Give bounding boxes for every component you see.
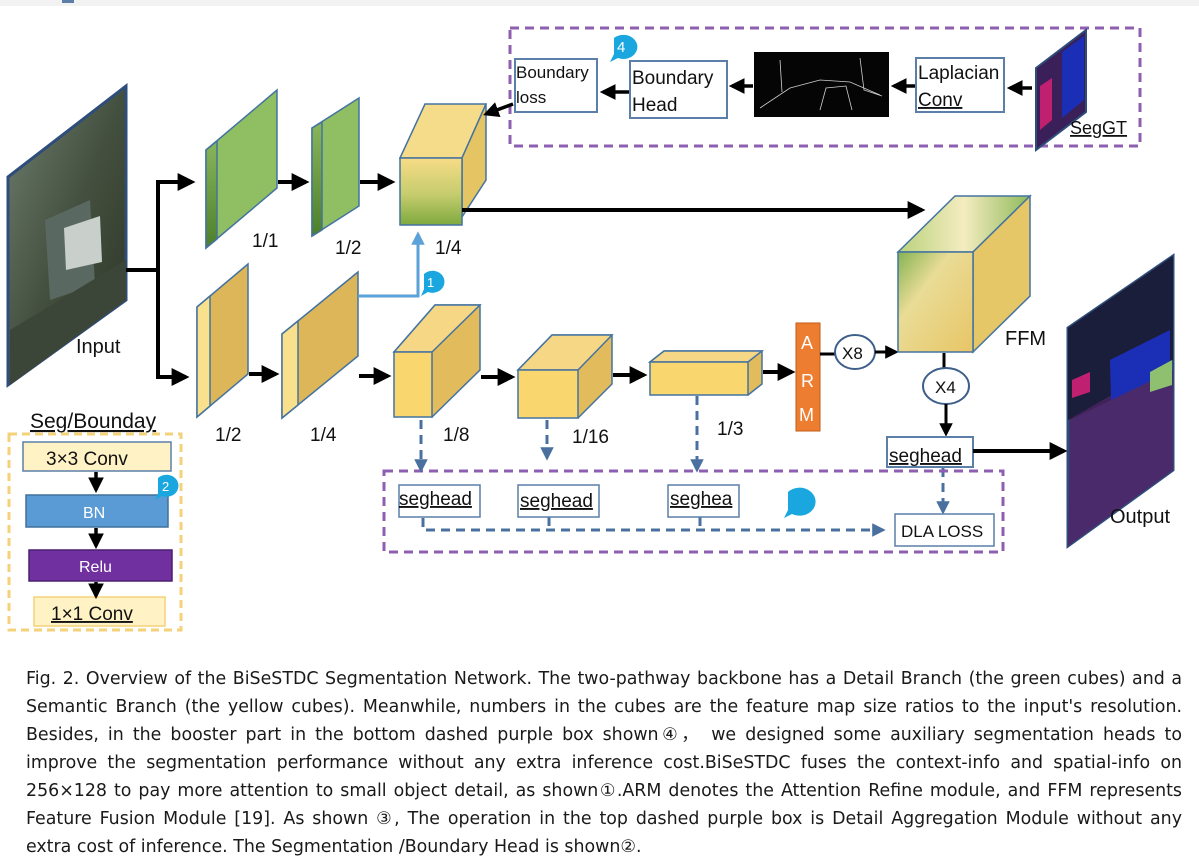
detail-cube-2 (311, 96, 360, 238)
boundary-edge-image (754, 52, 889, 117)
dla-loss-box (894, 513, 995, 547)
seg-boundary-dashed-box (7, 432, 183, 632)
aux-seghead-label-3: seghea (670, 489, 733, 510)
arm-block (795, 322, 821, 432)
network-diagram: Input Output 1/1 1/2 1/4 (6, 26, 1175, 632)
laplacian-conv-box (915, 57, 1005, 113)
detail-cube-1 (205, 88, 278, 250)
detail-aggregation-arrows (483, 78, 1032, 118)
ratio-semantic-4: 1/16 (572, 427, 609, 448)
arm-letter-r: R (801, 371, 814, 391)
marker-4-label: 4 (617, 39, 625, 56)
boundary-loss-label-1: Boundary (516, 63, 589, 82)
conv3x3-box (22, 441, 172, 472)
laplacian-conv-label-1: Laplacian (918, 63, 999, 84)
aux-seghead-box-2 (517, 484, 600, 518)
aux-seghead-box-3 (667, 484, 740, 518)
relu-box (28, 549, 173, 582)
marker-2-badge: 2 (155, 474, 179, 500)
top-strip (0, 0, 1199, 6)
aux-seghead-box-1 (398, 484, 481, 518)
seggt-image (1035, 27, 1087, 153)
conv3x3-label: 3×3 Conv (46, 449, 128, 470)
boundary-head-box (629, 60, 728, 119)
marker-3-label: 3 (780, 495, 788, 512)
ffm-cube (896, 194, 1032, 354)
bn-box (25, 494, 169, 528)
boundary-head-label-1: Boundary (632, 68, 714, 89)
arm-letter-m: M (799, 405, 814, 425)
x8-label: X8 (842, 344, 863, 363)
semantic-arrows (249, 363, 796, 386)
marker-1-badge: 1 (421, 270, 445, 296)
conv1x1-box (33, 596, 166, 627)
semantic-cube-5 (647, 350, 765, 396)
ratio-semantic-2: 1/4 (310, 425, 337, 446)
detail-aggregation-dashed-box (508, 26, 1142, 148)
marker-4-badge: 4 (610, 34, 638, 62)
aux-heads-dashed-box (382, 469, 1005, 554)
semantic-cube-2 (281, 270, 359, 420)
marker-2-label: 2 (162, 479, 169, 494)
figure-caption: Fig. 2. Overview of the BiSeSTDC Segment… (26, 669, 1182, 857)
context-link-arrow (358, 231, 425, 298)
detail-arrows (278, 173, 926, 219)
ratio-detail-1: 1/1 (252, 231, 278, 252)
aux-seghead-label-2: seghead (520, 491, 593, 512)
boundary-head-label-2: Head (632, 95, 677, 116)
relu-label: Relu (79, 559, 112, 576)
ffm-label: FFM (1005, 328, 1046, 350)
dla-loss-label: DLA LOSS (901, 522, 983, 541)
semantic-cube-4 (516, 334, 614, 420)
output-label: Output (1110, 506, 1170, 528)
ratio-semantic-1: 1/2 (215, 425, 241, 446)
input-image (6, 82, 128, 388)
marker-3-badge: 3 (780, 487, 816, 518)
arm-letter-a: A (801, 333, 813, 353)
seghead-output-box (886, 436, 974, 468)
semantic-cube-1 (196, 262, 249, 419)
marker-1-label: 1 (427, 275, 434, 290)
semantic-cube-3 (392, 304, 482, 419)
bn-label: BN (83, 505, 105, 522)
input-split-arrows (126, 173, 196, 386)
aux-dashed-arrows (414, 396, 886, 537)
boundary-loss-label-2: loss (516, 88, 546, 107)
ratio-semantic-3: 1/8 (443, 425, 469, 446)
detail-cube-3 (398, 103, 488, 226)
seghead-output-label: seghead (889, 446, 962, 467)
x4-label: X4 (935, 378, 956, 397)
top-mark (62, 0, 74, 3)
seg-boundary-title: Seg/Bounday (30, 410, 157, 433)
ratio-detail-2: 1/2 (335, 238, 361, 259)
seggt-label: SegGT (1070, 118, 1127, 138)
input-label: Input (76, 336, 121, 358)
aux-seghead-label-1: seghead (399, 489, 472, 510)
ratio-semantic-5: 1/3 (717, 419, 743, 440)
boundary-loss-box (514, 58, 598, 113)
conv1x1-label: 1×1 Conv (51, 604, 133, 625)
ratio-detail-3: 1/4 (435, 238, 462, 259)
output-image (1066, 253, 1175, 549)
laplacian-conv-label-2: Conv (918, 90, 963, 111)
